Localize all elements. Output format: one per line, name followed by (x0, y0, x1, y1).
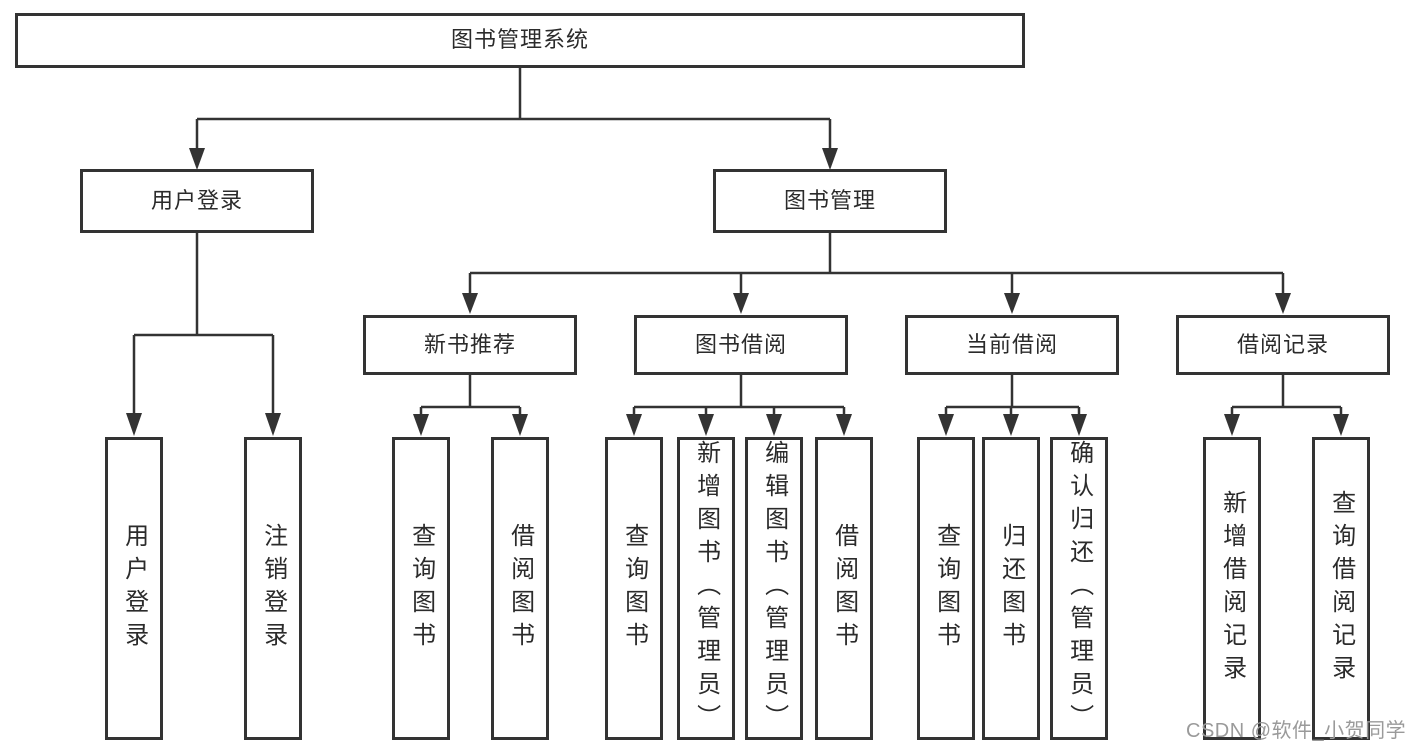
node-label: 查询借阅记录 (1327, 489, 1355, 688)
node-book-management: 图书管理 (713, 169, 947, 233)
node-label: 借阅图书 (830, 522, 858, 655)
node-borrowing-records: 借阅记录 (1176, 315, 1390, 375)
leaf-user-login: 用户登录 (105, 437, 163, 740)
leaf-query-borrow-record: 查询借阅记录 (1312, 437, 1370, 740)
node-label: 查询图书 (407, 522, 435, 655)
node-label: 注销登录 (259, 522, 287, 655)
node-current-borrowing: 当前借阅 (905, 315, 1119, 375)
node-label: 编辑图书（管理员） (760, 440, 788, 737)
node-new-book-recommend: 新书推荐 (363, 315, 577, 375)
node-label: 新增借阅记录 (1218, 489, 1246, 688)
node-label: 图书借阅 (694, 331, 787, 357)
node-label: 用户登录 (150, 187, 243, 213)
node-label: 当前借阅 (965, 331, 1058, 357)
leaf-confirm-return-admin: 确认归还（管理员） (1050, 437, 1108, 740)
node-label: 图书管理 (783, 187, 876, 213)
node-label: 查询图书 (620, 522, 648, 655)
leaf-logout: 注销登录 (244, 437, 302, 740)
leaf-borrow-books-recommend: 借阅图书 (491, 437, 549, 740)
leaf-edit-book-admin: 编辑图书（管理员） (745, 437, 803, 740)
node-label: 归还图书 (997, 522, 1025, 655)
leaf-return-book: 归还图书 (982, 437, 1040, 740)
node-label: 图书管理系统 (450, 27, 589, 53)
node-book-borrowing: 图书借阅 (634, 315, 848, 375)
leaf-query-books-current: 查询图书 (917, 437, 975, 740)
leaf-query-books-recommend: 查询图书 (392, 437, 450, 740)
leaf-query-books-borrow: 查询图书 (605, 437, 663, 740)
node-label: 新增图书（管理员） (692, 440, 720, 737)
node-label: 新书推荐 (423, 331, 516, 357)
node-library-system: 图书管理系统 (15, 13, 1025, 68)
node-label: 借阅图书 (506, 522, 534, 655)
leaf-borrow-books: 借阅图书 (815, 437, 873, 740)
csdn-watermark: CSDN @软件_小贺同学 (1186, 720, 1405, 742)
node-label: 确认归还（管理员） (1065, 440, 1093, 737)
node-label: 查询图书 (932, 522, 960, 655)
arrowhead-icons (126, 148, 1349, 436)
node-label: 借阅记录 (1236, 331, 1329, 357)
node-user-login: 用户登录 (80, 169, 314, 233)
node-label: 用户登录 (120, 522, 148, 655)
leaf-add-book-admin: 新增图书（管理员） (677, 437, 735, 740)
leaf-add-borrow-record: 新增借阅记录 (1203, 437, 1261, 740)
